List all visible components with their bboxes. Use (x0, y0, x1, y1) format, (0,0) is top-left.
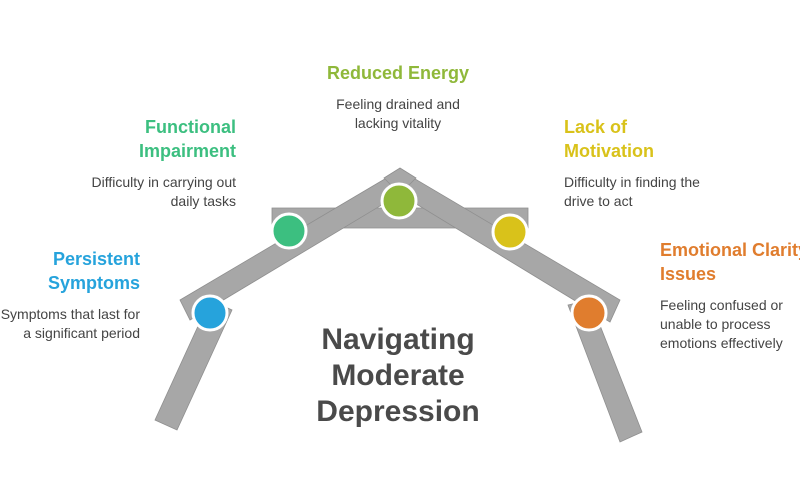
reduced-energy-title: Reduced Energy (298, 61, 498, 85)
diagram-title-line2: Moderate (331, 359, 465, 392)
node-lack-of-motivation (491, 213, 529, 251)
emotional-clarity-title-line1: Emotional Clarity (660, 240, 800, 260)
diagram-title-line1: Navigating (321, 323, 475, 356)
emotional-clarity-desc: Feeling confused or unable to process em… (660, 296, 800, 353)
functional-impairment-desc-line2: daily tasks (170, 193, 236, 209)
node-reduced-energy (380, 182, 418, 220)
persistent-symptoms-desc: Symptoms that last for a significant per… (0, 305, 140, 343)
functional-impairment-title: Functional Impairment (0, 115, 236, 163)
reduced-energy-desc: Feeling drained and lacking vitality (298, 95, 498, 133)
persistent-symptoms-desc-line2: a significant period (23, 325, 140, 341)
persistent-symptoms-title-line2: Symptoms (47, 273, 140, 293)
reduced-energy-desc-line1: Feeling drained and (336, 96, 460, 112)
node-functional-impairment (270, 212, 308, 250)
node-circles (191, 182, 608, 332)
lack-of-motivation-desc-line2: drive to act (564, 193, 633, 209)
functional-impairment-title-line1: Functional (145, 117, 236, 137)
reduced-energy-desc-line2: lacking vitality (354, 115, 442, 131)
node-emotional-clarity (570, 294, 608, 332)
label-lack-of-motivation: Lack of Motivation Difficulty in finding… (564, 115, 764, 211)
persistent-symptoms-title-line1: Persistent (52, 249, 140, 269)
lack-of-motivation-desc: Difficulty in finding the drive to act (564, 173, 764, 211)
label-functional-impairment: Functional Impairment Difficulty in carr… (0, 115, 236, 211)
persistent-symptoms-title: Persistent Symptoms (0, 247, 140, 295)
emotional-clarity-title: Emotional Clarity Issues (660, 238, 800, 286)
emotional-clarity-title-line2: Issues (660, 264, 717, 284)
emotional-clarity-desc-line2: unable to process (660, 316, 771, 332)
lack-of-motivation-title-line2: Motivation (564, 141, 654, 161)
node-persistent-symptoms (191, 294, 229, 332)
lack-of-motivation-title-line1: Lack of (564, 117, 628, 137)
label-reduced-energy: Reduced Energy Feeling drained and lacki… (298, 61, 498, 133)
persistent-symptoms-desc-line1: Symptoms that last for (0, 306, 140, 322)
lack-of-motivation-desc-line1: Difficulty in finding the (564, 174, 700, 190)
diagram-title-line3: Depression (316, 395, 480, 428)
functional-impairment-desc: Difficulty in carrying out daily tasks (0, 173, 236, 211)
emotional-clarity-desc-line3: emotions effectively (660, 335, 783, 351)
lack-of-motivation-title: Lack of Motivation (564, 115, 764, 163)
functional-impairment-desc-line1: Difficulty in carrying out (91, 174, 236, 190)
emotional-clarity-desc-line1: Feeling confused or (660, 297, 783, 313)
label-emotional-clarity: Emotional Clarity Issues Feeling confuse… (660, 238, 800, 353)
functional-impairment-title-line2: Impairment (138, 141, 236, 161)
reduced-energy-title-line1: Reduced Energy (326, 63, 470, 83)
label-persistent-symptoms: Persistent Symptoms Symptoms that last f… (0, 247, 140, 343)
diagram-title: Navigating Moderate Depression (268, 322, 528, 430)
